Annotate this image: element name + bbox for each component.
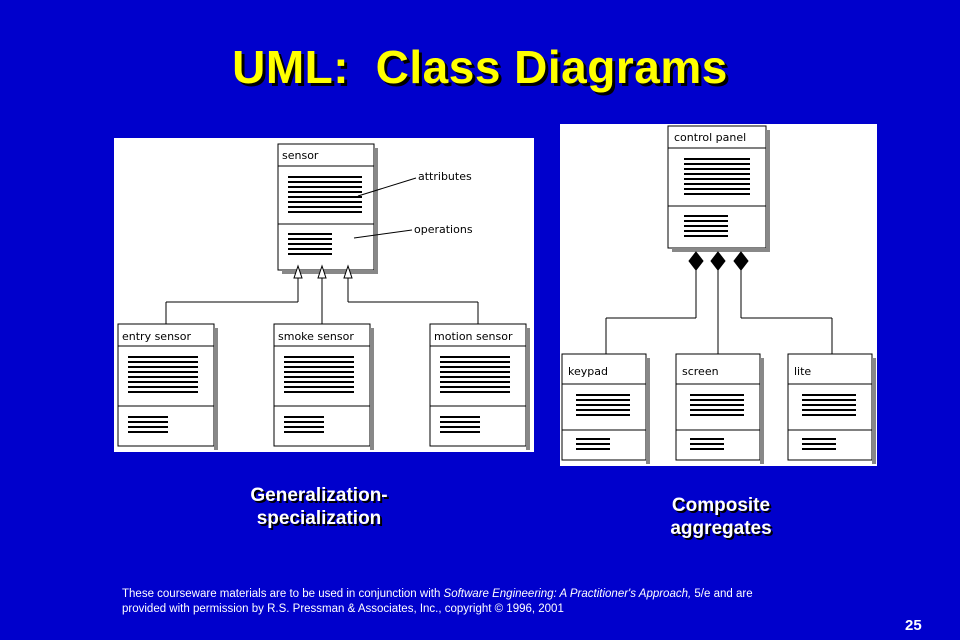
motion-sensor-class-name: motion sensor xyxy=(434,330,513,343)
generalization-caption: Generalization- specialization xyxy=(214,484,424,530)
footer-line1: These courseware materials are to be use… xyxy=(122,587,882,602)
page-number: 25 xyxy=(905,617,922,634)
footer-book-title: Software Engineering: A Practitioner's A… xyxy=(443,588,692,600)
slide-title: UML: Class Diagrams xyxy=(232,41,728,93)
generalization-diagram: sensor attributes operation xyxy=(114,138,534,452)
composite-caption-line2: aggregates xyxy=(670,518,772,539)
keypad-class-box: keypad xyxy=(561,353,650,464)
generalization-caption-line2: specialization xyxy=(256,508,382,529)
entry-sensor-class-box: entry sensor xyxy=(117,323,218,450)
sensor-class-name: sensor xyxy=(282,149,319,162)
screen-class-name: screen xyxy=(682,365,719,378)
composite-caption-line1: Composite xyxy=(671,495,771,516)
copyright-footer: These courseware materials are to be use… xyxy=(122,587,882,617)
composite-aggregate-diagram-svg: control panel xyxy=(561,125,876,464)
composite-aggregate-diagram: control panel xyxy=(560,124,877,466)
entry-sensor-class-name: entry sensor xyxy=(122,330,192,343)
attributes-label: attributes xyxy=(418,170,472,183)
attributes-pointer xyxy=(357,177,417,197)
composition-diamonds xyxy=(605,251,833,354)
lite-class-name: lite xyxy=(794,365,811,378)
keypad-class-name: keypad xyxy=(568,365,608,378)
composite-caption: Composite aggregates xyxy=(618,494,824,540)
lite-class-box: lite xyxy=(787,353,876,464)
footer-line2: provided with permission by R.S. Pressma… xyxy=(122,603,564,615)
sensor-operation-lines xyxy=(288,233,332,255)
control-panel-class-name: control panel xyxy=(674,131,746,144)
footer-text-before: These courseware materials are to be use… xyxy=(122,588,444,600)
footer-text-after: 5/e and are xyxy=(691,588,753,600)
motion-sensor-class-box: motion sensor xyxy=(429,323,530,450)
control-panel-class-box: control panel xyxy=(667,125,770,252)
generalization-diagram-svg: sensor attributes operation xyxy=(117,143,530,450)
smoke-sensor-class-name: smoke sensor xyxy=(278,330,354,343)
generalization-arrows xyxy=(165,264,479,324)
sensor-class-box: sensor xyxy=(277,143,378,274)
smoke-sensor-class-box: smoke sensor xyxy=(273,323,374,450)
generalization-caption-line1: Generalization- xyxy=(250,485,388,506)
operations-pointer xyxy=(353,229,413,239)
screen-class-box: screen xyxy=(675,353,764,464)
operations-label: operations xyxy=(414,223,473,236)
sensor-attribute-lines xyxy=(288,176,362,213)
